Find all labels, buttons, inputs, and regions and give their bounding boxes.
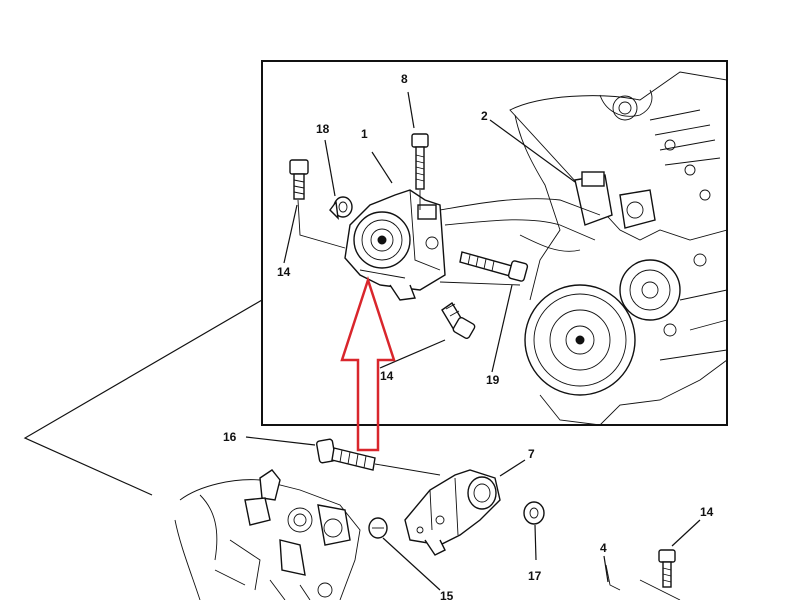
engine-mount-bracket <box>344 189 446 301</box>
leader-1 <box>371 151 393 184</box>
leader-16 <box>245 436 316 446</box>
leader-8 <box>407 91 415 129</box>
leader-15 <box>382 537 441 591</box>
part-4-outline <box>605 564 681 600</box>
nut-18 <box>329 196 353 220</box>
leader-2 <box>489 119 576 183</box>
transmission-assembly <box>174 469 361 600</box>
callout-7: 7 <box>528 447 535 461</box>
detail-inset-frame <box>261 60 728 426</box>
leader-17 <box>534 524 537 561</box>
engine-mount-7 <box>404 469 501 556</box>
leader-14c <box>671 519 701 547</box>
callout-14-right: 14 <box>700 505 714 519</box>
bolt-19 <box>459 251 529 282</box>
inset-leader-line <box>23 299 263 496</box>
bolt-8 <box>411 133 429 190</box>
callout-15: 15 <box>440 589 454 600</box>
callout-19: 19 <box>486 373 500 387</box>
leader-4 <box>603 555 609 583</box>
callout-4: 4 <box>600 541 607 555</box>
leader-14a <box>283 204 298 264</box>
callout-2: 2 <box>481 109 488 123</box>
leader-18 <box>324 139 336 197</box>
leader-14b <box>379 339 446 369</box>
bolt-14-lower <box>441 301 476 340</box>
callout-14-lower: 14 <box>380 369 394 383</box>
callout-14-upper: 14 <box>277 265 291 279</box>
leader-7 <box>499 459 526 477</box>
callout-18: 18 <box>316 122 330 136</box>
bolt-14-upper <box>289 159 309 200</box>
callout-8: 8 <box>401 72 408 86</box>
nut-17 <box>523 501 545 525</box>
callout-17: 17 <box>528 569 542 583</box>
callout-16: 16 <box>223 430 237 444</box>
bolt-16-guide <box>374 463 441 476</box>
callout-1: 1 <box>361 127 368 141</box>
highlight-arrow <box>340 275 396 452</box>
leader-19 <box>491 284 513 373</box>
bolt-14-right <box>658 549 676 588</box>
bolt-15 <box>368 517 388 539</box>
bolt-16 <box>315 438 376 471</box>
engine-block <box>439 71 728 426</box>
